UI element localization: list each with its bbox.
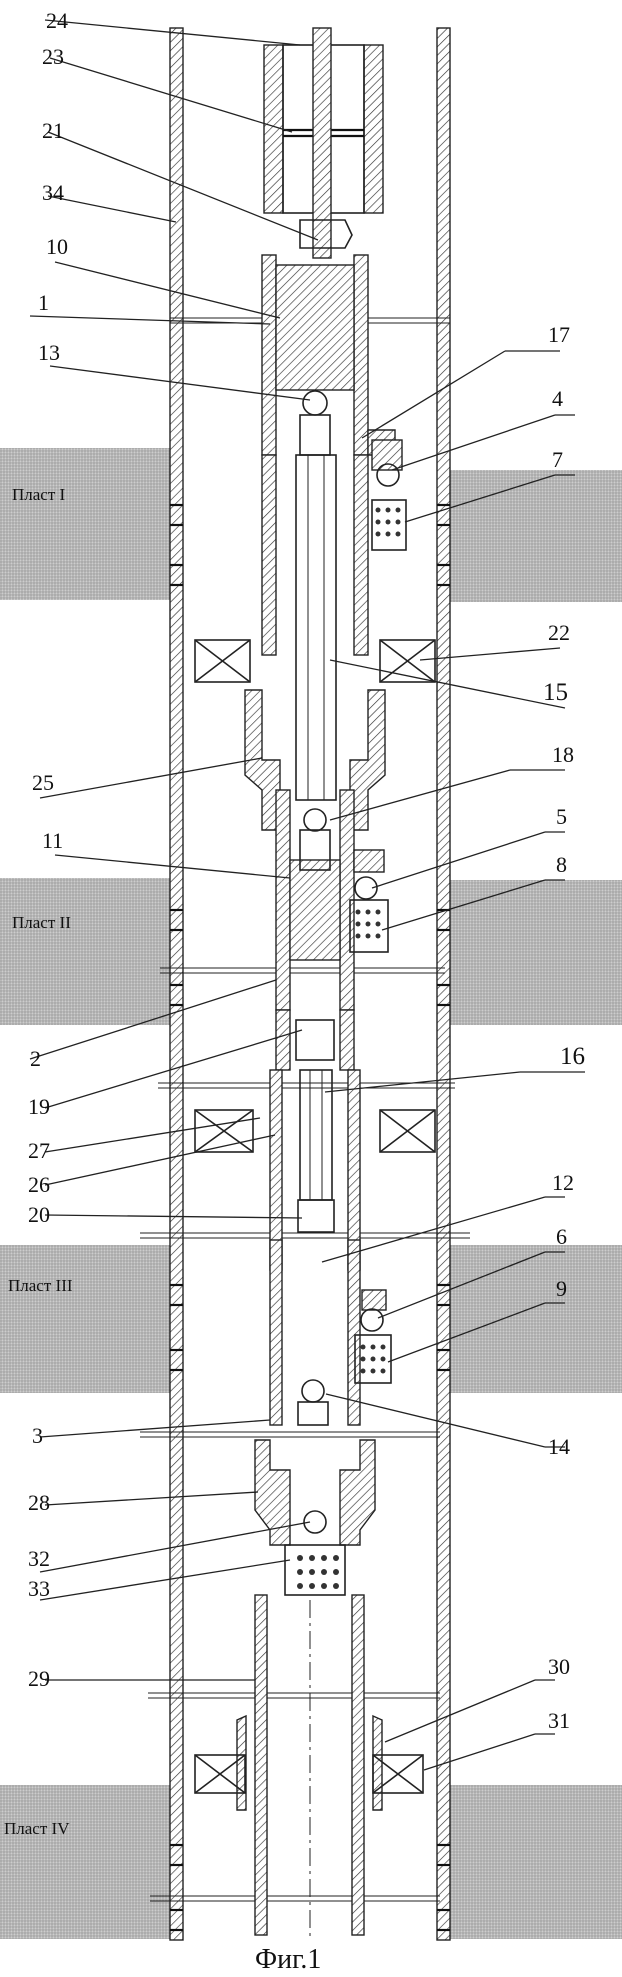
- callout-24: 24: [46, 8, 68, 33]
- callout-30: 30: [548, 1654, 570, 1679]
- callout-25: 25: [32, 770, 54, 795]
- callout-16: 16: [560, 1043, 585, 1070]
- callout-2: 2: [30, 1046, 41, 1071]
- formation-layer-3-right: [437, 1245, 622, 1393]
- callout-9: 9: [556, 1276, 567, 1301]
- callout-1: 1: [38, 290, 49, 315]
- callout-3: 3: [32, 1423, 43, 1448]
- packer-22: [195, 640, 435, 682]
- callout-13: 13: [38, 340, 60, 365]
- callout-33: 33: [28, 1576, 50, 1601]
- callout-31: 31: [548, 1708, 570, 1733]
- callout-22: 22: [548, 620, 570, 645]
- layer-label-2: Пласт II: [12, 913, 71, 932]
- callout-11: 11: [42, 828, 63, 853]
- tail-pipe: [195, 1595, 423, 1940]
- callout-18: 18: [552, 742, 574, 767]
- callout-15: 15: [543, 679, 568, 706]
- callout-19: 19: [28, 1094, 50, 1119]
- callout-28: 28: [28, 1490, 50, 1515]
- figure-caption: Фиг.1: [255, 1944, 321, 1975]
- rod-15: [262, 455, 368, 800]
- formation-layer-4-right: [437, 1785, 622, 1939]
- callout-21: 21: [42, 118, 64, 143]
- callout-4: 4: [552, 386, 563, 411]
- callout-27: 27: [28, 1138, 50, 1163]
- callout-23: 23: [42, 44, 64, 69]
- valve-housing-2: [276, 790, 388, 1010]
- formation-layer-1: [0, 448, 183, 600]
- formation-layer-2-right: [437, 880, 622, 1025]
- tubing-top: [264, 28, 383, 258]
- callout-32: 32: [28, 1546, 50, 1571]
- formation-zones: [0, 448, 622, 1939]
- callout-14: 14: [548, 1434, 570, 1459]
- packer-27: [195, 1110, 435, 1152]
- callout-26: 26: [28, 1172, 50, 1197]
- callout-29: 29: [28, 1666, 50, 1691]
- callout-5: 5: [556, 804, 567, 829]
- callout-7: 7: [552, 447, 563, 472]
- callout-10: 10: [46, 234, 68, 259]
- callout-34: 34: [42, 180, 64, 205]
- callout-8: 8: [556, 852, 567, 877]
- formation-layer-2: [0, 878, 183, 1025]
- layer-label-1: Пласт I: [12, 485, 66, 504]
- formation-layer-4: [0, 1785, 183, 1939]
- formation-layer-3: [0, 1245, 183, 1393]
- callout-12: 12: [552, 1170, 574, 1195]
- callout-20: 20: [28, 1202, 50, 1227]
- layer-label-3: Пласт III: [8, 1276, 73, 1295]
- formation-layer-1-right: [437, 470, 622, 602]
- rod-16: [270, 1010, 360, 1270]
- callout-17: 17: [548, 322, 570, 347]
- valve-housing-3: [270, 1200, 391, 1425]
- valve-housing-1: [262, 255, 406, 550]
- coupling-28: [255, 1440, 375, 1595]
- callout-6: 6: [556, 1224, 567, 1249]
- layer-label-4: Пласт IV: [4, 1819, 70, 1838]
